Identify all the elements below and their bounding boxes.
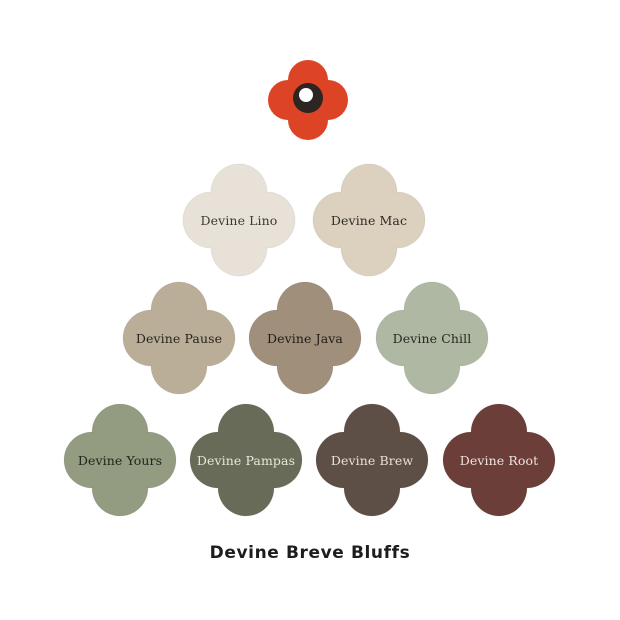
swatch-label: Devine Java [267,330,343,346]
swatch-devine-mac[interactable]: Devine Mac [312,163,426,277]
swatch-label: Devine Pampas [196,452,296,468]
swatch-label: Devine Pause [135,330,223,346]
swatch-devine-java[interactable]: Devine Java [248,281,362,395]
quatrefoil-shape [442,403,556,517]
swatch-devine-yours[interactable]: Devine Yours [63,403,177,517]
swatch-label: Devine Yours [77,452,163,468]
swatch-label: Devine Brew [330,452,414,468]
swatch-label: Devine Lino [200,212,278,228]
swatch-devine-lino[interactable]: Devine Lino [182,163,296,277]
swatch-devine-pampas[interactable]: Devine Pampas [189,403,303,517]
quatrefoil-shape [248,281,362,395]
quatrefoil-shape [63,403,177,517]
quatrefoil-shape [375,281,489,395]
collection-title: Devine Breve Bluffs [209,543,411,563]
quatrefoil-shape [315,403,429,517]
quatrefoil-shape [122,281,236,395]
swatch-label: Devine Root [459,452,539,468]
swatch-label: Devine Chill [392,330,472,346]
swatch-devine-brew[interactable]: Devine Brew [315,403,429,517]
swatch-devine-root[interactable]: Devine Root [442,403,556,517]
swatch-label: Devine Mac [330,212,408,228]
quatrefoil-shape [182,163,296,277]
swatch-devine-pause[interactable]: Devine Pause [122,281,236,395]
flower-logo-icon [268,60,348,140]
quatrefoil-shape [312,163,426,277]
quatrefoil-shape [189,403,303,517]
logo-highlight [299,88,313,102]
swatch-devine-chill[interactable]: Devine Chill [375,281,489,395]
